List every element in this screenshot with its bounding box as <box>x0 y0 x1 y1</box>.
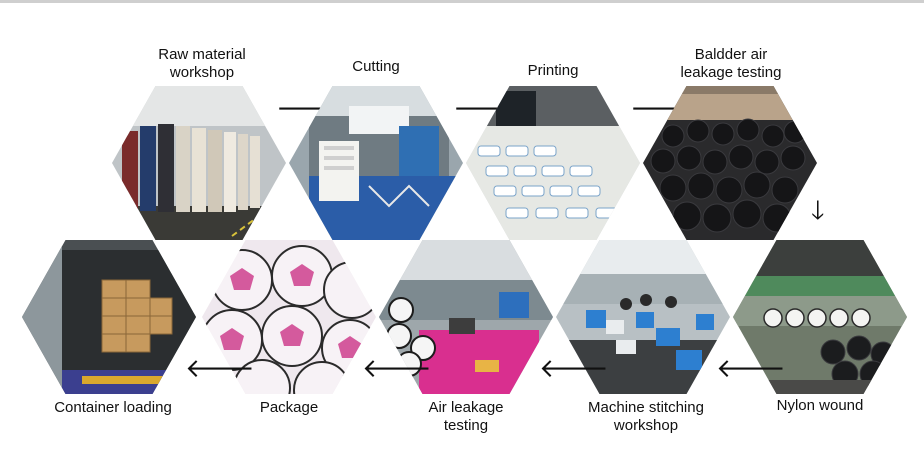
top-border <box>0 0 924 3</box>
arrow-left-icon: 🡐 <box>716 354 786 384</box>
label-machine-stitching-workshop: Machine stitching workshop <box>588 399 704 434</box>
label-package: Package <box>259 399 319 416</box>
container-loading-photo <box>22 240 196 394</box>
arrow-left-icon: 🡐 <box>362 354 432 384</box>
arrow-left-icon: 🡐 <box>185 354 255 384</box>
label-air-leakage-testing: Air leakage testing <box>428 399 504 434</box>
raw-material-photo <box>112 86 286 240</box>
arrow-down-icon: 🡓 <box>811 196 825 226</box>
arrow-left-icon: 🡐 <box>539 354 609 384</box>
label-raw-material-workshop: Raw material workshop <box>158 46 246 81</box>
hex-raw-material-workshop <box>112 86 286 240</box>
label-bladder-air-leakage-testing: Baldder air leakage testing <box>680 46 782 81</box>
hex-container-loading <box>22 240 196 394</box>
label-printing: Printing <box>527 62 579 79</box>
label-container-loading: Container loading <box>54 399 172 416</box>
label-cutting: Cutting <box>352 58 400 75</box>
label-nylon-wound: Nylon wound <box>776 397 864 414</box>
